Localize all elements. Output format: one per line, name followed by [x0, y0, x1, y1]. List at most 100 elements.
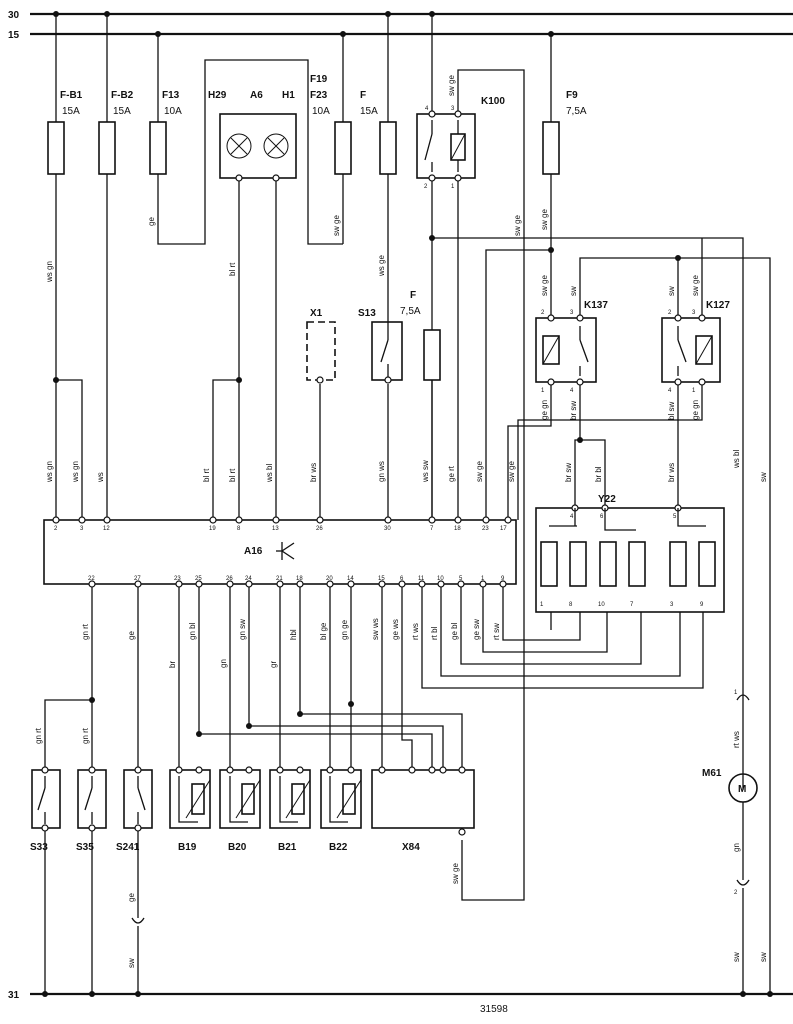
svg-text:9: 9	[501, 576, 505, 582]
svg-text:1: 1	[692, 388, 696, 394]
svg-text:10A: 10A	[312, 106, 330, 117]
svg-text:19: 19	[209, 526, 216, 532]
svg-text:sw ge: sw ge	[447, 75, 456, 96]
svg-text:ge: ge	[147, 217, 156, 226]
switch-s33: S33	[30, 769, 61, 994]
svg-text:F23: F23	[310, 90, 328, 101]
svg-text:sw: sw	[667, 286, 676, 296]
svg-text:4: 4	[668, 388, 672, 394]
svg-text:bl rt: bl rt	[202, 468, 211, 482]
svg-text:A6: A6	[250, 90, 263, 101]
svg-text:F: F	[360, 90, 366, 101]
svg-text:27: 27	[134, 576, 141, 582]
motor-m61: M M61 1 2	[702, 690, 758, 994]
svg-text:A16: A16	[244, 546, 263, 557]
svg-text:br ws: br ws	[667, 463, 676, 482]
svg-text:B22: B22	[329, 842, 348, 853]
svg-text:ws sw: ws sw	[421, 460, 430, 483]
sensor-b21: B21	[269, 769, 311, 853]
svg-text:sw: sw	[569, 286, 578, 296]
svg-text:ge: ge	[127, 893, 136, 902]
svg-text:2: 2	[734, 890, 738, 896]
svg-text:sw: sw	[127, 958, 136, 968]
svg-text:ge sw: ge sw	[472, 619, 481, 640]
svg-text:sw ge: sw ge	[507, 461, 516, 482]
svg-text:gn: gn	[219, 659, 228, 668]
svg-text:Y22: Y22	[598, 494, 616, 505]
svg-text:6: 6	[600, 514, 604, 520]
svg-text:30: 30	[8, 10, 20, 21]
svg-text:sw ge: sw ge	[691, 275, 700, 296]
valve-block-y22: Y22 4 6 5 1 8 10 7 3 9	[535, 494, 725, 613]
svg-text:br sw: br sw	[564, 463, 573, 482]
svg-text:10: 10	[437, 576, 444, 582]
svg-text:B21: B21	[278, 842, 297, 853]
svg-text:X1: X1	[310, 308, 323, 319]
bus-k100-branch	[432, 237, 771, 994]
svg-text:br sw: br sw	[569, 401, 578, 420]
svg-text:7,5A: 7,5A	[566, 106, 587, 117]
svg-text:gn ge: gn ge	[340, 619, 349, 640]
svg-text:1: 1	[540, 602, 544, 608]
svg-text:20: 20	[326, 576, 333, 582]
rail-15: 15	[8, 30, 793, 41]
svg-text:3: 3	[570, 310, 574, 316]
svg-text:S241: S241	[116, 842, 140, 853]
svg-text:1: 1	[734, 690, 738, 696]
svg-text:1: 1	[481, 576, 485, 582]
svg-text:14: 14	[347, 576, 354, 582]
svg-text:15A: 15A	[360, 106, 378, 117]
svg-text:15A: 15A	[62, 106, 80, 117]
svg-text:ws bl: ws bl	[732, 450, 741, 469]
svg-text:3: 3	[670, 602, 674, 608]
sensor-pin-dots	[41, 766, 466, 832]
svg-text:sw ge: sw ge	[513, 215, 522, 236]
svg-text:12: 12	[103, 526, 110, 532]
svg-text:10A: 10A	[164, 106, 182, 117]
svg-text:sw: sw	[759, 952, 768, 962]
svg-text:H29: H29	[208, 90, 227, 101]
svg-text:22: 22	[88, 576, 95, 582]
svg-text:bl rt: bl rt	[228, 262, 237, 276]
svg-text:2: 2	[541, 310, 545, 316]
svg-text:F-B2: F-B2	[111, 90, 134, 101]
svg-text:5: 5	[459, 576, 463, 582]
svg-text:sw ws: sw ws	[371, 618, 380, 640]
svg-text:H1: H1	[282, 90, 295, 101]
fuse-f-b1: F-B1 15A	[47, 14, 83, 520]
svg-text:K100: K100	[481, 96, 505, 107]
svg-text:8: 8	[237, 526, 241, 532]
svg-text:3: 3	[80, 526, 84, 532]
svg-text:18: 18	[296, 576, 303, 582]
svg-text:ws: ws	[96, 472, 105, 483]
svg-text:gn rt: gn rt	[81, 727, 90, 744]
svg-text:ge ws: ge ws	[391, 619, 400, 640]
rail-31: 31	[8, 990, 793, 1001]
sensor-b22: B22	[320, 769, 362, 853]
sensor-b20: B20	[219, 769, 261, 853]
svg-text:br ws: br ws	[309, 463, 318, 482]
svg-text:21: 21	[276, 576, 283, 582]
svg-text:rt bl: rt bl	[430, 626, 439, 640]
svg-text:S33: S33	[30, 842, 48, 853]
svg-text:ge: ge	[127, 631, 136, 640]
svg-text:B20: B20	[228, 842, 247, 853]
svg-text:23: 23	[174, 576, 181, 582]
a16-bottom-wiring	[44, 584, 704, 770]
svg-text:sw ge: sw ge	[540, 275, 549, 296]
svg-text:30: 30	[384, 526, 391, 532]
svg-text:rt ws: rt ws	[732, 731, 741, 748]
rail-junctions	[42, 11, 773, 997]
svg-text:F: F	[410, 290, 416, 301]
fuse-f-15a: F 15A	[360, 14, 397, 350]
sensor-b19: B19	[169, 769, 211, 853]
svg-text:13: 13	[272, 526, 279, 532]
relay-k137: 2 3 1 4 K137	[507, 300, 608, 520]
svg-text:2: 2	[54, 526, 58, 532]
svg-text:15: 15	[8, 30, 20, 41]
svg-text:26: 26	[316, 526, 323, 532]
svg-text:ge gn: ge gn	[540, 400, 549, 420]
relay-k127: 2 3 4 1 K127	[517, 300, 730, 520]
svg-text:23: 23	[482, 526, 489, 532]
